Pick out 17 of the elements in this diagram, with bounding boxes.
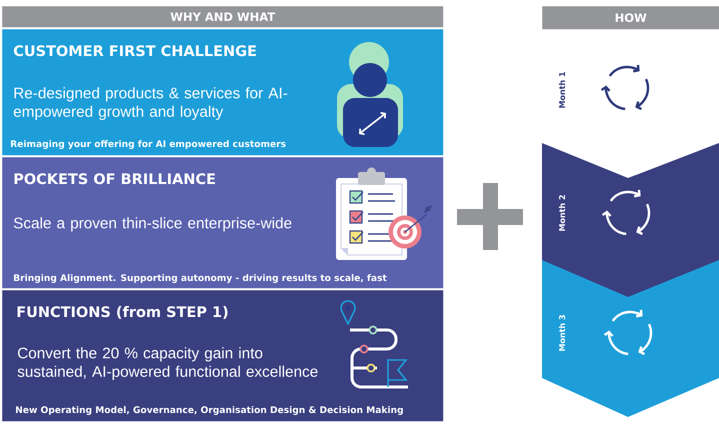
content-panel	[2, 290, 444, 422]
panel-text: Scale a proven thin-slice enterprise-wide	[14, 217, 292, 232]
panel-footnote: New Operating Model, Governance, Organisation Design & Decision Making	[16, 406, 403, 415]
panel-title: FUNCTIONS (from STEP 1)	[18, 306, 228, 319]
content-panel	[2, 29, 444, 156]
month-label: Month 3	[558, 315, 566, 351]
month-label: Month 1	[558, 72, 566, 108]
panel-text: Convert the 20 % capacity gain into sustained, AI-powered functional excellence	[18, 347, 318, 380]
panel-title: POCKETS OF BRILLIANCE	[14, 173, 215, 184]
header-band: HOW	[542, 6, 719, 30]
panel-text: Re-designed products & services for AI-empowered growth and loyalty	[14, 87, 288, 120]
chevron-band	[542, 143, 719, 297]
header-band: WHY AND WHAT	[2, 6, 444, 28]
month-label: Month 2	[558, 195, 566, 231]
panel-footnote: Bringing Alignment. Supporting autonomy - driving results to scale, fast	[14, 274, 387, 283]
panel-footnote: Reimaging your offering for AI empowered customers	[11, 140, 286, 149]
panel-title: CUSTOMER FIRST CHALLENGE	[14, 45, 256, 56]
